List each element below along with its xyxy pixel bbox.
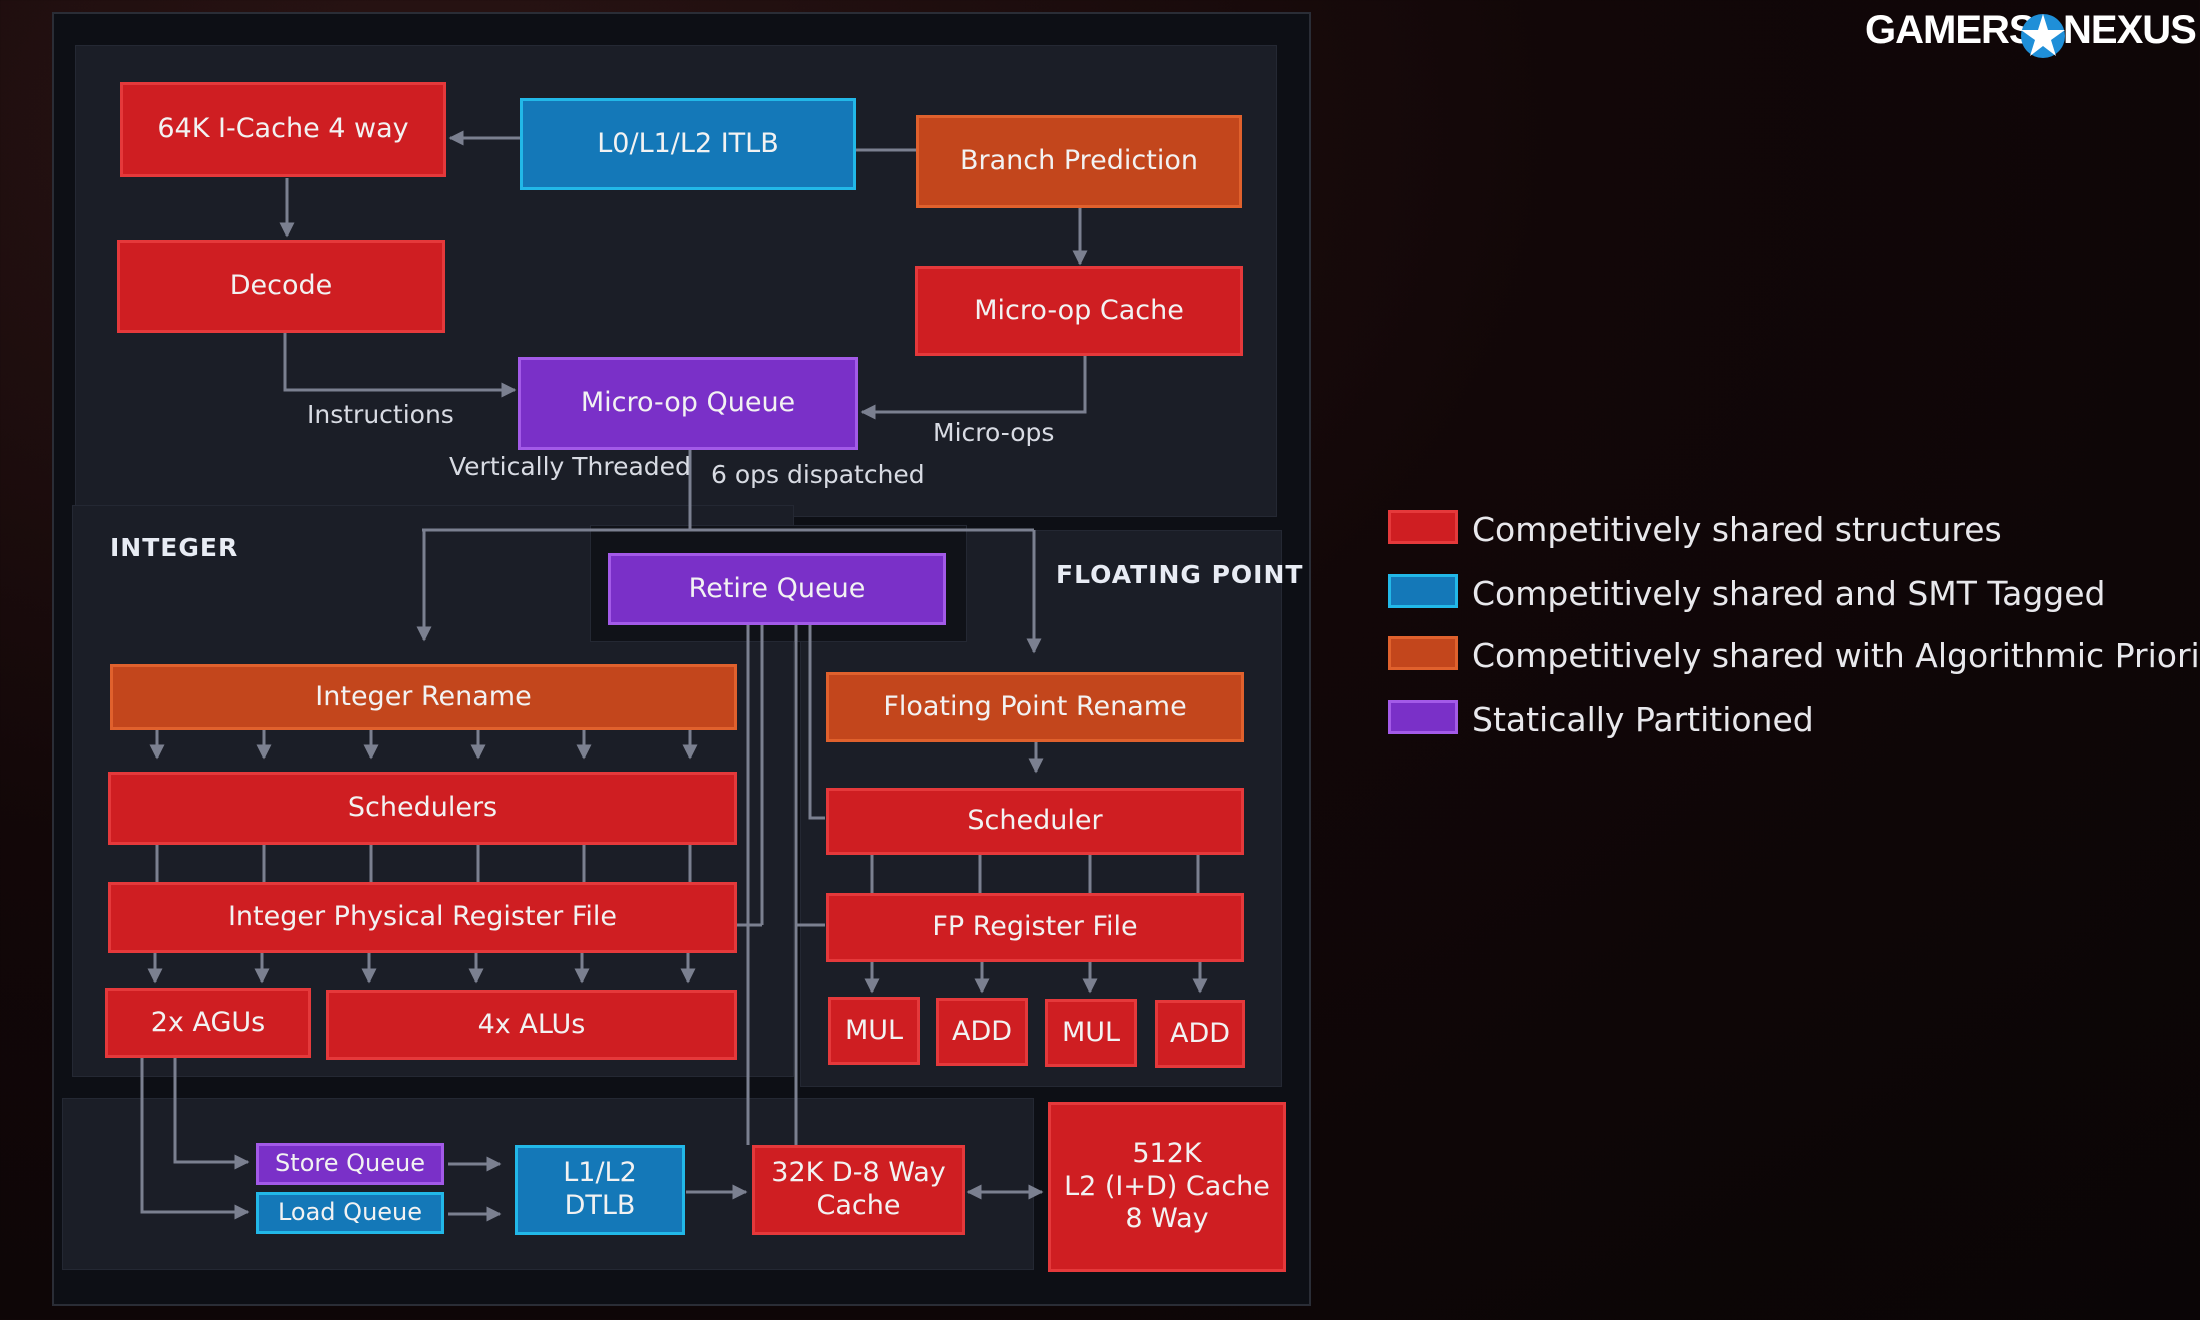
icache-box: 64K I-Cache 4 way — [120, 82, 446, 177]
fp-scheduler-box: Scheduler — [826, 788, 1244, 855]
fp-unit-add-1: ADD — [936, 998, 1028, 1066]
label-micro-ops: Micro-ops — [933, 418, 1055, 447]
legend-label-statically-partitioned: Statically Partitioned — [1472, 700, 1814, 739]
fp-unit-mul-1: MUL — [828, 997, 920, 1065]
wire-agu-load — [140, 1058, 250, 1220]
label-vertically-threaded: Vertically Threaded — [449, 452, 691, 481]
decode-box: Decode — [117, 240, 445, 333]
load-queue-box: Load Queue — [256, 1192, 444, 1234]
agus-box: 2x AGUs — [105, 988, 311, 1058]
l2-cache-box: 512K L2 (I+D) Cache 8 Way — [1048, 1102, 1286, 1272]
micro-op-queue-box: Micro-op Queue — [518, 357, 858, 450]
brand-text-left: GAMERS — [1865, 8, 2036, 52]
floating-point-section-title: FLOATING POINT — [1056, 560, 1304, 589]
wire-uopcache-uopqueue — [860, 354, 1087, 420]
label-instructions: Instructions — [307, 400, 454, 429]
brand-star-icon — [2021, 14, 2065, 58]
fp-rename-box: Floating Point Rename — [826, 672, 1244, 742]
legend-swatch-statically-partitioned — [1388, 700, 1458, 734]
integer-section-title: INTEGER — [110, 533, 239, 562]
legend-label-smt-tagged: Competitively shared and SMT Tagged — [1472, 574, 2106, 613]
integer-rename-box: Integer Rename — [110, 664, 737, 730]
store-queue-box: Store Queue — [256, 1143, 444, 1185]
brand-text-right: NEXUS — [2063, 8, 2197, 52]
legend-swatch-algorithmic-priority — [1388, 636, 1458, 670]
alus-box: 4x ALUs — [326, 990, 737, 1060]
fp-register-file-box: FP Register File — [826, 893, 1244, 962]
dtlb-box: L1/L2 DTLB — [515, 1145, 685, 1235]
fp-unit-mul-2: MUL — [1045, 999, 1137, 1067]
brand-logo: GAMERS NEXUS — [1865, 8, 2197, 64]
branch-prediction-box: Branch Prediction — [916, 115, 1242, 208]
d-cache-box: 32K D-8 Way Cache — [752, 1145, 965, 1235]
wire-retire-4 — [808, 625, 825, 820]
wire-agu-store — [173, 1058, 250, 1170]
itlb-box: L0/L1/L2 ITLB — [520, 98, 856, 190]
micro-op-cache-box: Micro-op Cache — [915, 266, 1243, 356]
integer-register-file-box: Integer Physical Register File — [108, 882, 737, 953]
wire-decode-uopqueue — [283, 333, 517, 398]
label-ops-dispatched: 6 ops dispatched — [711, 460, 925, 489]
legend-label-competitively-shared: Competitively shared structures — [1472, 510, 2002, 549]
retire-queue-box: Retire Queue — [608, 553, 946, 625]
fp-unit-add-2: ADD — [1155, 1000, 1245, 1068]
legend-swatch-competitively-shared — [1388, 510, 1458, 544]
legend-swatch-smt-tagged — [1388, 574, 1458, 608]
integer-schedulers-box: Schedulers — [108, 772, 737, 845]
legend-label-algorithmic-priority: Competitively shared with Algorithmic Pr… — [1472, 636, 2200, 675]
